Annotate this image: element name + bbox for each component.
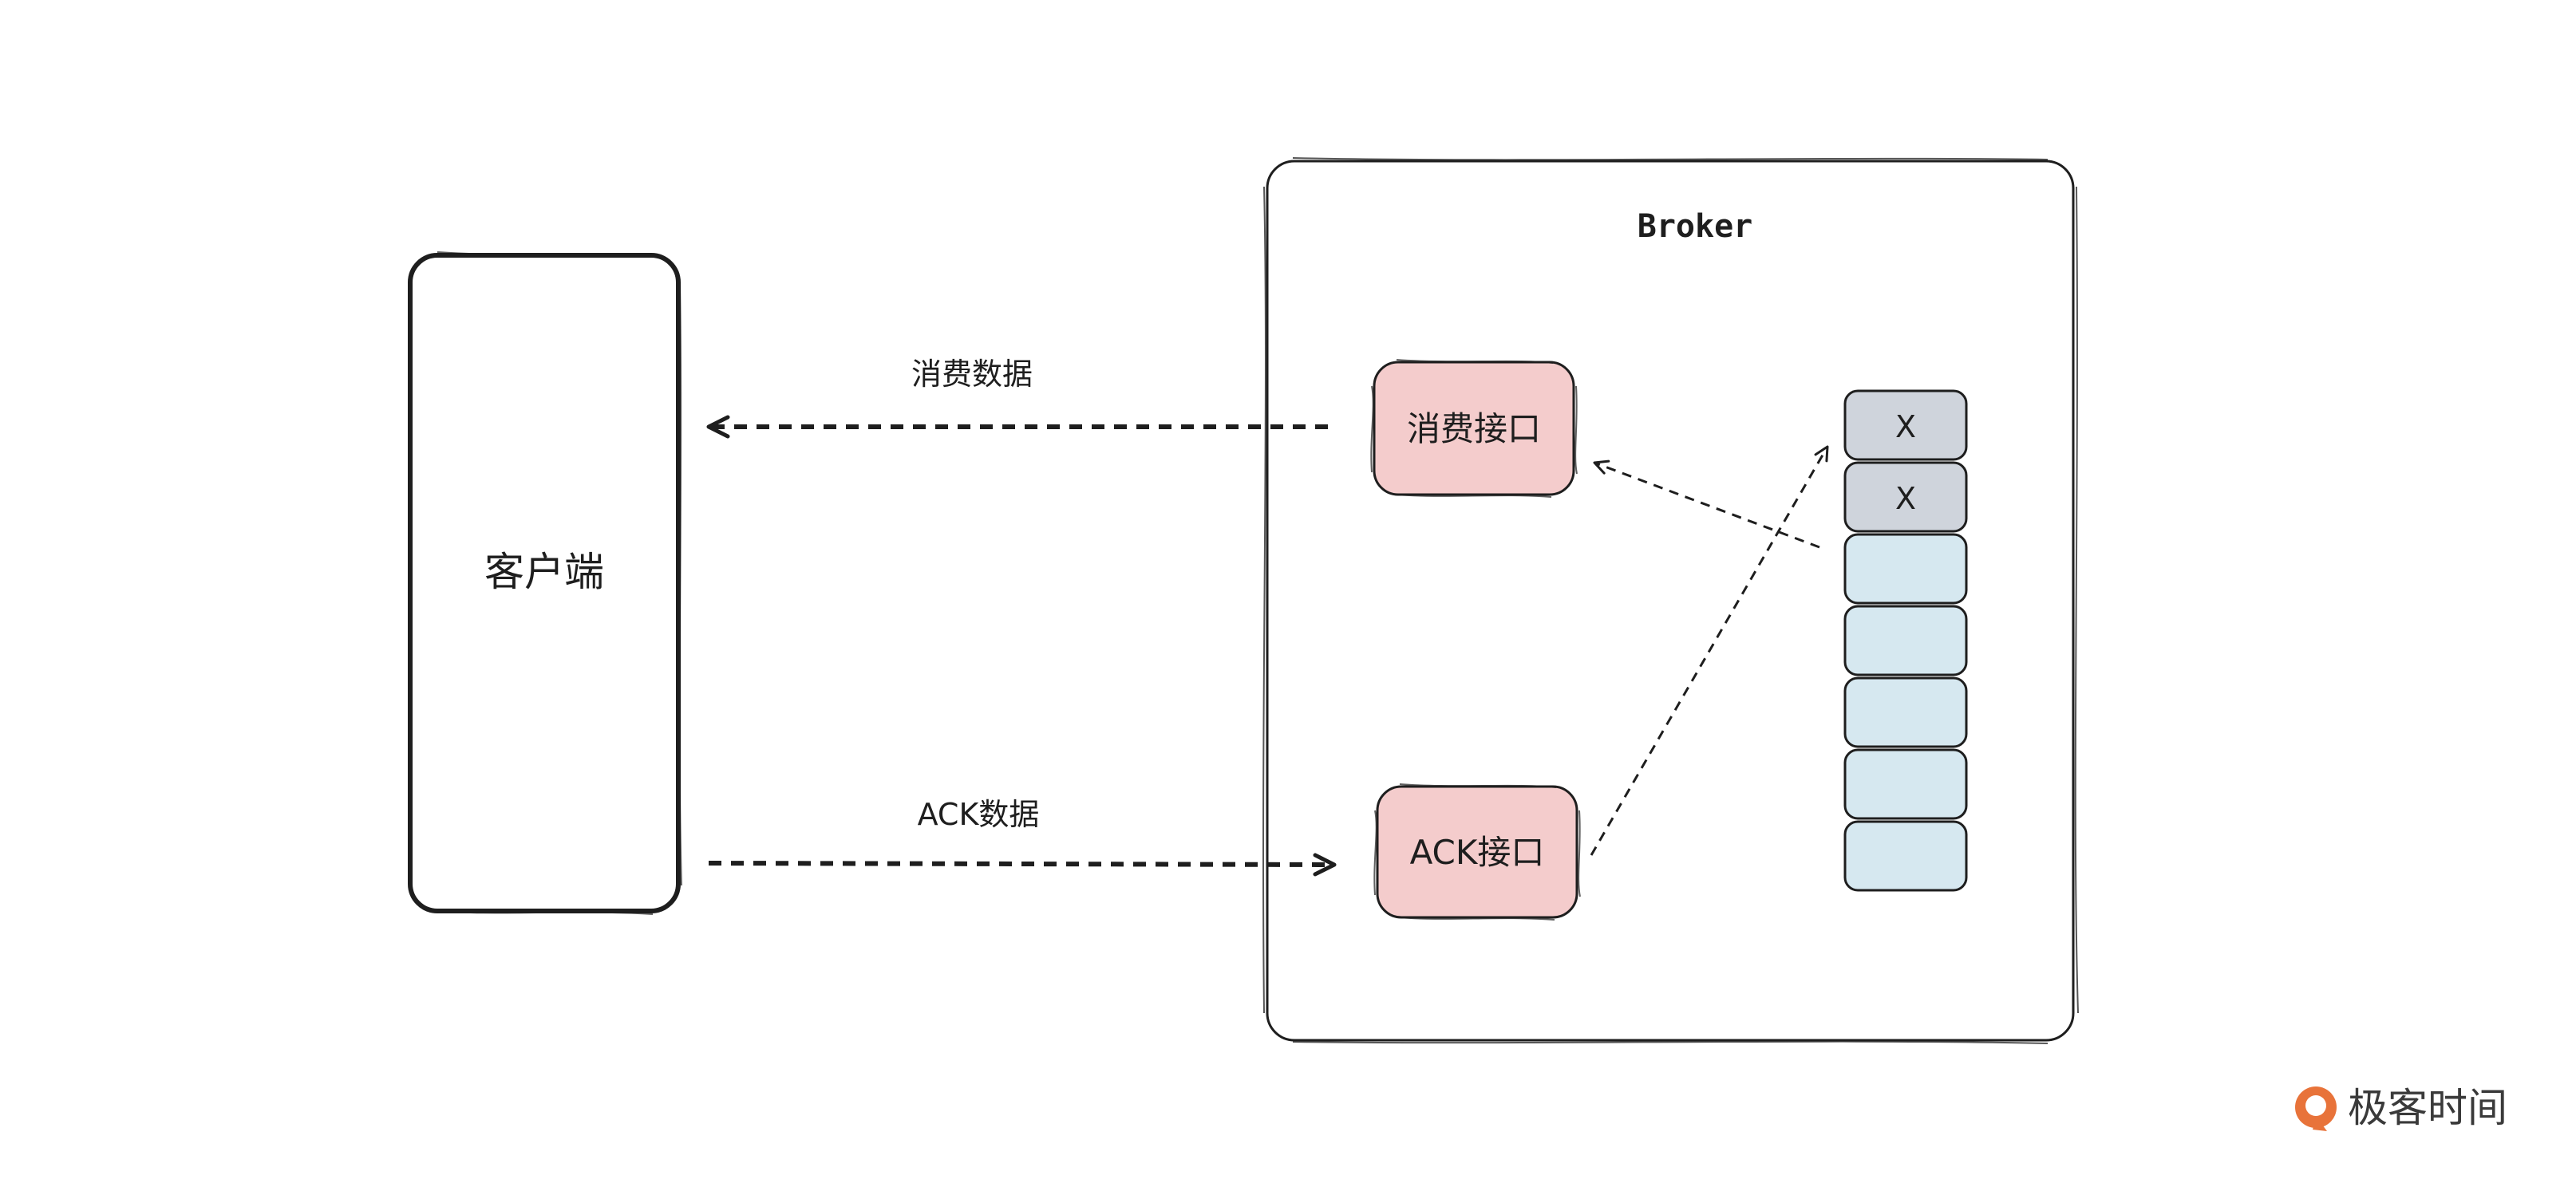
queue-slot bbox=[1843, 605, 1968, 676]
queue-slot-box bbox=[1843, 820, 1968, 892]
ack-data-label: ACK数据 bbox=[918, 797, 1040, 832]
broker-box-sketch bbox=[1262, 157, 2079, 1044]
client-label: 客户端 bbox=[484, 549, 604, 595]
ack-to-queue-arrow bbox=[1590, 445, 1829, 856]
edge-consume-data: 消费数据 bbox=[706, 357, 1328, 439]
queue-slot bbox=[1843, 533, 1968, 605]
watermark-text: 极客时间 bbox=[2348, 1085, 2507, 1131]
edge-ack-data: ACK数据 bbox=[708, 797, 1337, 877]
queue-slot-label: X bbox=[1895, 409, 1916, 444]
queue-slot-box bbox=[1843, 533, 1968, 605]
broker-node: Broker bbox=[1262, 157, 2079, 1044]
queue-slot-box bbox=[1843, 389, 1968, 461]
ack-interface-node: ACK接口 bbox=[1373, 783, 1581, 921]
consume-data-label: 消费数据 bbox=[911, 357, 1033, 392]
queue-slot-box bbox=[1843, 748, 1968, 820]
client-node: 客户端 bbox=[408, 251, 682, 915]
queue-slot bbox=[1843, 820, 1968, 892]
queue-slot bbox=[1843, 676, 1968, 748]
message-queue: X X bbox=[1843, 389, 1968, 892]
queue-slot: X bbox=[1843, 389, 1968, 461]
consume-interface-node: 消费接口 bbox=[1370, 359, 1578, 498]
broker-title: Broker bbox=[1638, 208, 1753, 245]
brand-logo-icon bbox=[2295, 1086, 2337, 1131]
queue-slot: X bbox=[1843, 461, 1968, 533]
queue-slot-box bbox=[1843, 461, 1968, 533]
watermark-logo: 极客时间 bbox=[2295, 1085, 2507, 1131]
ack-interface-label: ACK接口 bbox=[1410, 833, 1545, 872]
client-box-sketch bbox=[437, 251, 682, 915]
queue-to-consume-arrow bbox=[1593, 459, 1820, 549]
queue-slot-label: X bbox=[1895, 481, 1916, 516]
ack-interface-sketch bbox=[1373, 783, 1581, 921]
queue-slot bbox=[1843, 748, 1968, 820]
broker-box bbox=[1266, 160, 2075, 1042]
consume-interface-sketch bbox=[1370, 359, 1578, 498]
consume-interface-label: 消费接口 bbox=[1407, 409, 1541, 448]
ack-data-arrow bbox=[708, 853, 1337, 877]
queue-slot-box bbox=[1843, 676, 1968, 748]
queue-slot-box bbox=[1843, 605, 1968, 676]
